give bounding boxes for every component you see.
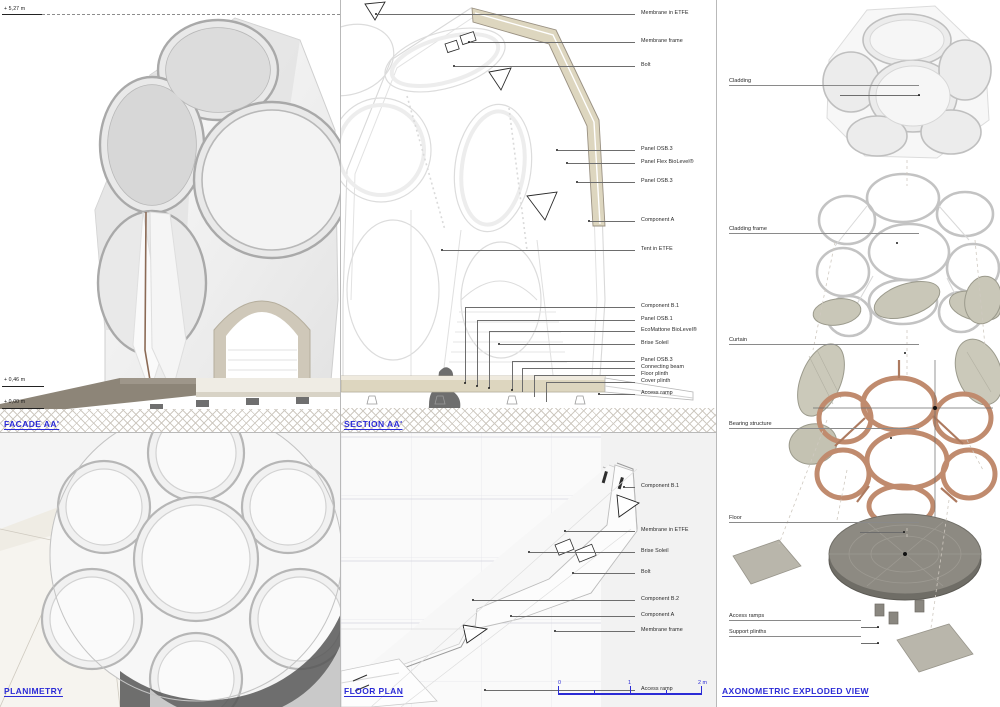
fp-label-4: Component B.2 — [641, 596, 680, 602]
elevation-line-top — [2, 14, 42, 15]
axon-label-4: Floor — [729, 515, 919, 523]
ground-hatch-facade — [0, 409, 340, 432]
scale-end: 2 m — [698, 680, 707, 686]
elevation-line-base — [2, 408, 44, 409]
axon-label-0: Cladding — [729, 78, 919, 86]
fp-label-1: Membrane in ETFE — [641, 527, 689, 533]
scale-start: 0 — [558, 680, 561, 686]
section-label-11: Brise Soleil — [641, 340, 669, 346]
section-label-7: Tent in ETFE — [641, 246, 673, 252]
section-label-1: Membrane frame — [641, 38, 683, 44]
elevation-line-mid — [2, 386, 44, 387]
planimetry-drawing — [0, 433, 340, 707]
axon-label-5: Access ramps — [729, 613, 861, 621]
section-label-9: Panel OSB.1 — [641, 316, 673, 322]
fp-label-0: Component B.1 — [641, 483, 680, 489]
axon-label-6: Support plinths — [729, 629, 861, 637]
axonometric-title: AXONOMETRIC EXPLODED VIEW — [722, 686, 869, 696]
divider-vertical-right — [716, 0, 717, 707]
section-label-2: Bolt — [641, 62, 651, 68]
floor-plan-drawing — [341, 436, 640, 707]
divider-vertical-left — [340, 0, 341, 707]
facade-dome-drawing — [0, 17, 340, 416]
floor-plan-panel — [341, 433, 716, 707]
scale-bar: 0 1 2 m — [558, 680, 708, 700]
facade-title: FACADE AA' — [4, 419, 60, 429]
scale-middle: 1 — [628, 680, 631, 686]
axon-label-2: Curtain — [729, 337, 919, 345]
axonometric-panel — [717, 0, 1000, 707]
ground-hatch-section — [341, 408, 716, 432]
section-label-13: Connecting beam — [641, 364, 685, 370]
axonometric-drawing — [732, 5, 1000, 673]
section-label-0: Membrane in ETFE — [641, 10, 689, 16]
fp-label-6: Membrane frame — [641, 627, 683, 633]
divider-horizontal — [0, 432, 716, 433]
section-label-6: Component A — [641, 217, 675, 223]
fp-label-7: Access ramp — [641, 686, 673, 692]
section-label-10: EcoMattone BioLevel® — [641, 327, 697, 333]
section-label-5: Panel OSB.3 — [641, 178, 673, 184]
fp-label-3: Bolt — [641, 569, 651, 575]
fp-label-5: Component A — [641, 612, 675, 618]
axon-label-3: Bearing structure — [729, 421, 919, 429]
section-label-16: Access ramp — [641, 390, 673, 396]
elevation-value-mid: + 0,46 m — [4, 377, 26, 383]
section-label-4: Panel Flex BioLevel® — [641, 159, 694, 165]
floor-plan-title: FLOOR PLAN — [344, 686, 404, 696]
section-label-3: Panel OSB.3 — [641, 146, 673, 152]
planimetry-panel — [0, 433, 340, 707]
elevation-dash-top — [42, 14, 340, 15]
planimetry-title: PLANIMETRY — [4, 686, 63, 696]
section-title: SECTION AA' — [344, 419, 403, 429]
facade-panel — [0, 0, 340, 432]
axon-label-1: Cladding frame — [729, 226, 919, 234]
elevation-value-base: + 0,00 m — [4, 399, 26, 405]
section-label-15: Cover plinth — [641, 378, 671, 384]
section-label-14: Floor plinth — [641, 371, 669, 377]
section-panel — [341, 0, 716, 432]
elevation-value-top: + 5,27 m — [4, 6, 26, 12]
fp-label-2: Brise Soleil — [641, 548, 669, 554]
section-label-8: Component B.1 — [641, 303, 680, 309]
section-label-12: Panel OSB.3 — [641, 357, 673, 363]
